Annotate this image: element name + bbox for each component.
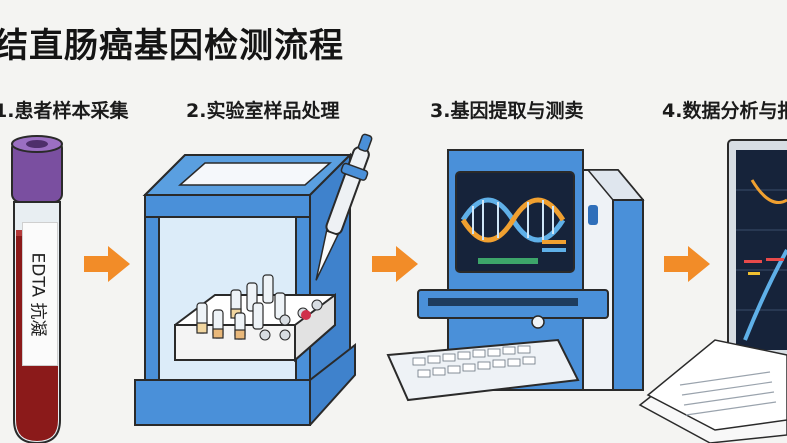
arrow-right-icon xyxy=(664,246,710,282)
monitor-report-icon xyxy=(638,139,787,443)
step-4-label: 4.数据分析与报 xyxy=(662,100,787,122)
sequencer-computer-icon xyxy=(386,149,645,402)
step-2-label: 2.实验室样品处理 xyxy=(186,100,340,122)
arrow-right-icon xyxy=(84,246,130,282)
incubator-pipette-icon xyxy=(134,133,373,426)
step-3-label: 3.基因提取与测卖 xyxy=(430,100,584,122)
tube-label: EDTA 抗凝 xyxy=(22,222,58,366)
tube-label-text: EDTA 抗凝 xyxy=(27,252,48,336)
step-1-label: 1.患者样本采集 xyxy=(0,100,129,122)
page-title: 结直肠癌基因检测流程 xyxy=(0,26,344,66)
arrow-right-icon xyxy=(372,246,418,282)
